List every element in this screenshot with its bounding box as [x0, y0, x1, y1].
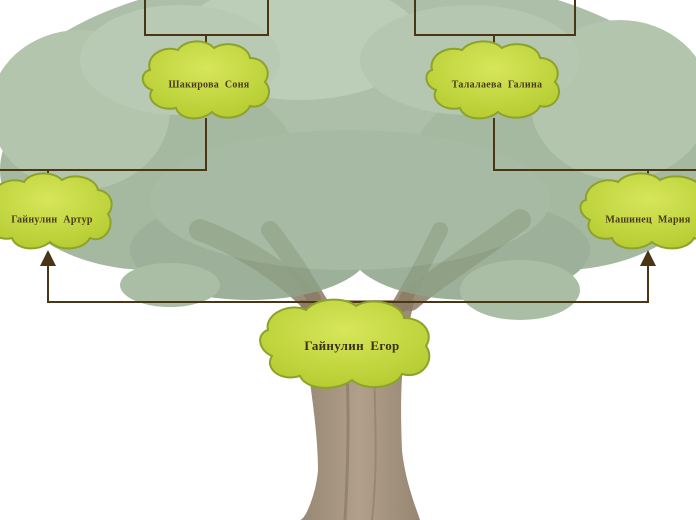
tree-foliage	[0, 0, 696, 320]
connector-grandmother-father	[0, 118, 207, 171]
node-root-cloud[interactable]	[259, 298, 431, 389]
connector-grandmother-mother	[493, 118, 696, 171]
node-father-cloud[interactable]	[0, 172, 113, 250]
mother-name: Машинец Мария	[605, 214, 691, 226]
paternal-grandmother-name: Шакирова Соня	[168, 79, 250, 91]
node-paternal-grandmother-cloud[interactable]	[141, 40, 270, 120]
node-mother-cloud[interactable]	[579, 172, 696, 250]
father-name: Гайнулин Артур	[11, 214, 93, 226]
node-maternal-grandmother-cloud[interactable]	[425, 40, 560, 120]
connector-root-mother	[348, 250, 656, 303]
root-person-name: Гайнулин Егор	[304, 338, 400, 353]
maternal-grandmother-name: Талалаева Галина	[451, 79, 543, 91]
